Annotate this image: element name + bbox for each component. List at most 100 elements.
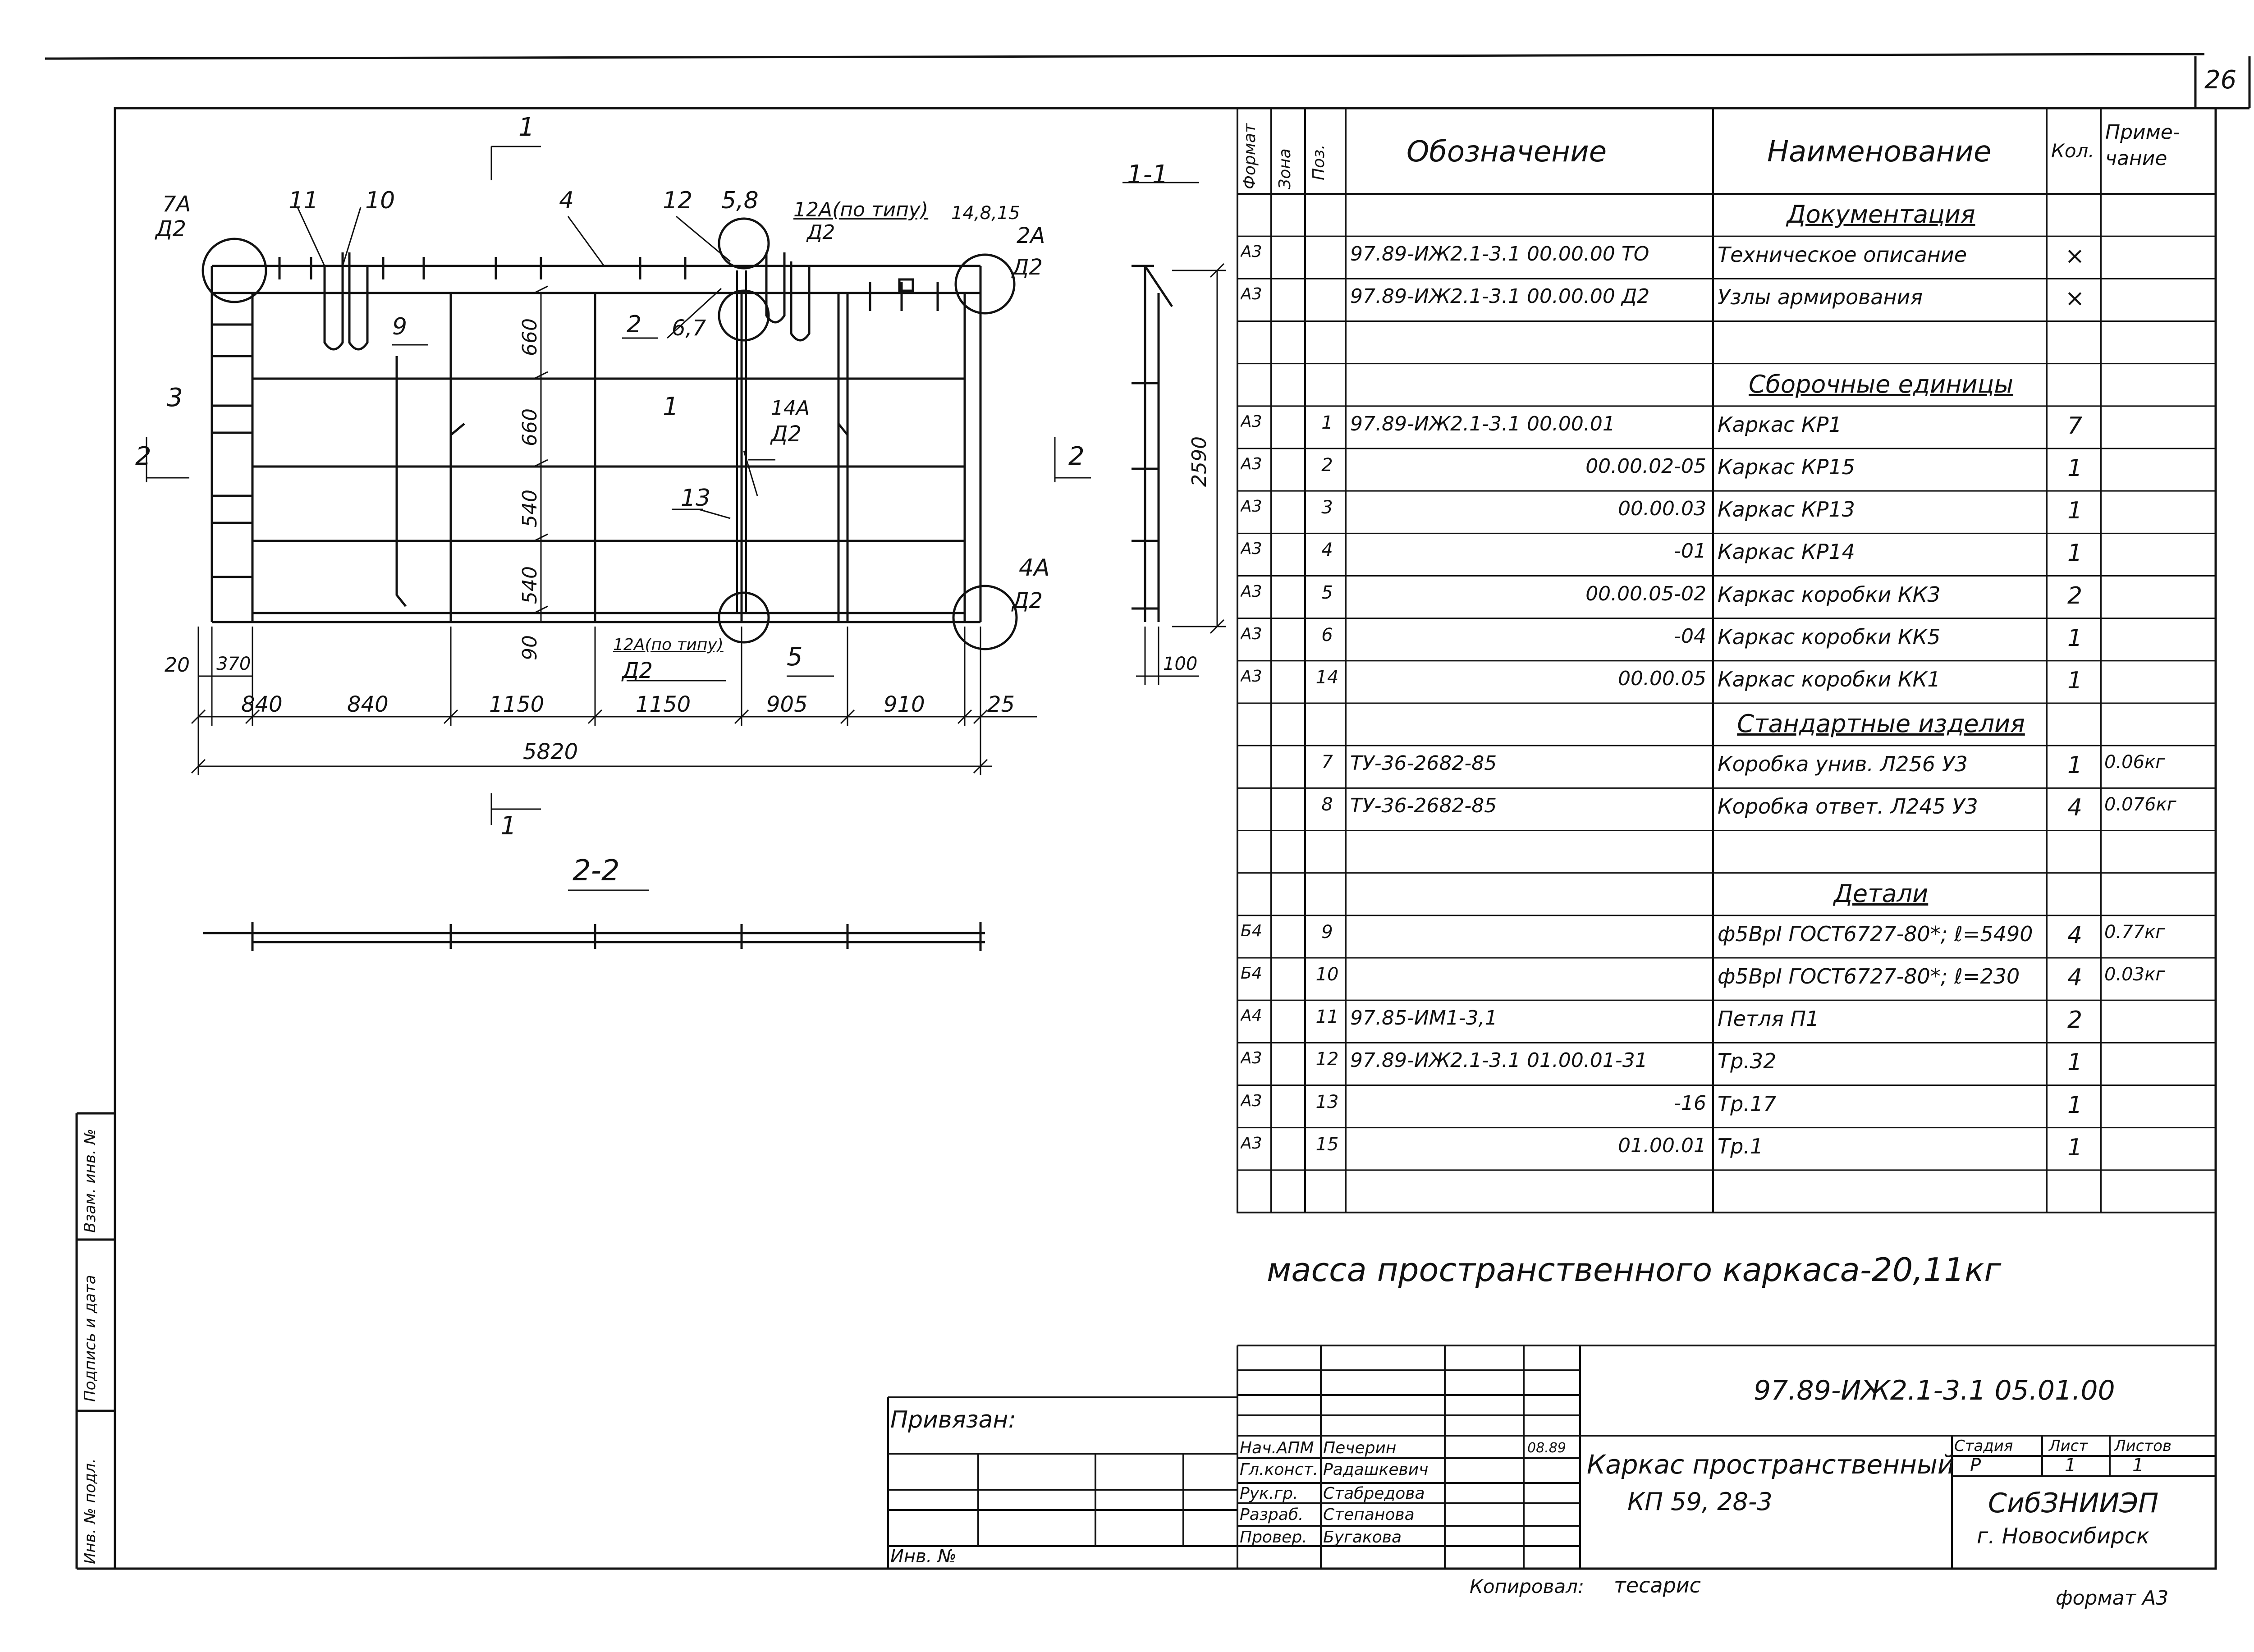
spec-cell-name: ф5ВрI ГОСТ6727-80*; ℓ=230 <box>1718 964 2020 988</box>
callout-10: 10 <box>365 187 395 214</box>
spec-cell-format: А4 <box>1241 1007 1262 1025</box>
privyazan-label: Привязан: <box>890 1406 1016 1433</box>
org-line-2: г. Новосибирск <box>1977 1524 2150 1549</box>
spec-cell-name: Коробка унив. Л256 У3 <box>1718 752 1968 777</box>
spec-cell-qty: 4 <box>2067 794 2083 822</box>
spec-cell-designation: ТУ-36-2682-85 <box>1350 752 1497 775</box>
stage-value: Р <box>1970 1455 1981 1476</box>
callout-d2-c: Д2 <box>1012 255 1043 280</box>
spec-cell-format: А3 <box>1241 455 1262 473</box>
spec-cell-name: Детали <box>1833 879 1929 908</box>
title-name: Печерин <box>1323 1439 1397 1457</box>
callout-7a: 7А <box>162 192 191 217</box>
dim-vertical: 660 <box>518 318 541 356</box>
spec-cell-name: Каркас КР15 <box>1718 455 1855 479</box>
dim-horizontal: 840 <box>241 692 283 717</box>
spec-cell-name: Петля П1 <box>1718 1007 1819 1031</box>
spec-cell-qty: 4 <box>2067 964 2083 991</box>
spec-cell-pos: 2 <box>1321 455 1333 476</box>
spec-cell-format: Б4 <box>1241 964 1262 983</box>
spec-cell-designation: 01.00.01 <box>1618 1134 1706 1157</box>
spec-cell-qty: 1 <box>2067 455 2083 482</box>
spec-cell-format: А3 <box>1241 1091 1262 1110</box>
spec-cell-designation: 00.00.05-02 <box>1585 582 1706 605</box>
spec-cell-designation: 00.00.03 <box>1618 497 1706 521</box>
title-name: Радашкевич <box>1323 1460 1429 1479</box>
spec-cell-pos: 11 <box>1315 1007 1339 1028</box>
dim-vertical: 90 <box>518 635 541 660</box>
spec-cell-format: А3 <box>1241 285 1262 304</box>
spec-cell-qty: 4 <box>2067 921 2083 949</box>
sheets-value: 1 <box>2132 1455 2144 1476</box>
spec-cell-designation: 97.89-ИЖ2.1-3.1 00.00.00 Д2 <box>1350 285 1650 308</box>
spec-cell-name: Стандартные изделия <box>1737 709 2025 738</box>
callout-2a: 2А <box>1017 223 1045 248</box>
spec-cell-qty: 1 <box>2067 1091 2083 1119</box>
callout-2: 2 <box>627 311 642 338</box>
dim-20: 20 <box>165 654 190 677</box>
dim-horizontal: 1150 <box>636 692 691 717</box>
spec-cell-qty: 1 <box>2067 667 2083 694</box>
stage-label: Стадия <box>1954 1437 2013 1455</box>
callout-1: 1 <box>663 392 679 421</box>
spec-cell-qty: 1 <box>2067 752 2083 779</box>
spec-cell-pos: 10 <box>1315 964 1339 985</box>
spec-cell-format: А3 <box>1241 624 1262 643</box>
spec-cell-designation: 97.85-ИМ1-3,1 <box>1350 1007 1498 1030</box>
title-name: Степанова <box>1323 1506 1415 1524</box>
dim-100: 100 <box>1163 654 1198 674</box>
dim-horizontal: 25 <box>987 692 1015 717</box>
spec-cell-format: А3 <box>1241 412 1262 431</box>
title-role: Провер. <box>1240 1528 1307 1547</box>
sheet-value: 1 <box>2065 1455 2076 1476</box>
spec-cell-name: Каркас КР1 <box>1718 412 1842 437</box>
cut-marker-top: 1 <box>518 113 535 142</box>
spec-cell-name: Техническое описание <box>1718 243 1967 267</box>
margin-inv-podl: Инв. № подл. <box>81 1458 99 1564</box>
spec-cell-designation: -01 <box>1674 540 1706 563</box>
header-format: Формат <box>1241 123 1259 189</box>
callout-4a: 4А <box>1019 554 1050 581</box>
date-value: 08.89 <box>1527 1440 1566 1456</box>
spec-cell-pos: 7 <box>1321 752 1333 773</box>
title-line-1: Каркас пространственный <box>1587 1449 1955 1480</box>
title-role: Гл.конст. <box>1240 1460 1319 1479</box>
title-role: Рук.гр. <box>1240 1484 1298 1503</box>
spec-cell-designation: -04 <box>1674 624 1706 648</box>
spec-cell-designation: 97.89-ИЖ2.1-3.1 00.00.00 ТО <box>1350 243 1649 266</box>
dim-370: 370 <box>216 654 251 674</box>
callout-d2-d: Д2 <box>771 421 802 447</box>
title-name: Стабредова <box>1323 1484 1425 1503</box>
spec-cell-name: Сборочные единицы <box>1748 370 2014 398</box>
spec-cell-designation: 97.89-ИЖ2.1-3.1 01.00.01-31 <box>1350 1049 1648 1072</box>
header-qty: Кол. <box>2051 140 2094 162</box>
spec-cell-pos: 5 <box>1321 582 1333 603</box>
callout-d2-f: Д2 <box>622 658 653 683</box>
drawing-code: 97.89-ИЖ2.1-3.1 05.01.00 <box>1754 1375 2115 1406</box>
dim-total: 5820 <box>523 739 578 764</box>
spec-cell-format: А3 <box>1241 540 1262 558</box>
spec-cell-name: Тр.1 <box>1718 1134 1764 1158</box>
spec-cell-name: Каркас коробки КК5 <box>1718 624 1941 649</box>
section-1-1-label: 1-1 <box>1127 160 1168 189</box>
callout-5-8: 5,8 <box>721 187 759 214</box>
dim-horizontal: 840 <box>347 692 389 717</box>
spec-cell-format: А3 <box>1241 243 1262 261</box>
callout-13: 13 <box>681 485 711 512</box>
spec-cell-note: 0.77кг <box>2104 921 2165 943</box>
spec-cell-qty: 1 <box>2067 624 2083 652</box>
spec-cell-format: Б4 <box>1241 921 1262 940</box>
copied-by-name: тесарис <box>1614 1573 1701 1597</box>
spec-cell-name: Каркас коробки КК3 <box>1718 582 1941 607</box>
callout-d2-b: Д2 <box>807 221 835 244</box>
spec-cell-note: 0.06кг <box>2104 752 2165 773</box>
callout-12a-bottom: 12А(по типу) <box>613 636 724 654</box>
callout-d2-e: Д2 <box>1012 588 1043 613</box>
header-pos: Поз. <box>1310 144 1328 180</box>
callout-6-7: 6,7 <box>672 316 706 341</box>
spec-cell-qty: 2 <box>2067 582 2083 609</box>
spec-cell-format: А3 <box>1241 582 1262 601</box>
header-note: Приме-чание <box>2105 121 2180 170</box>
spec-cell-format: А3 <box>1241 497 1262 516</box>
cut-marker-left: 2 <box>135 442 151 471</box>
